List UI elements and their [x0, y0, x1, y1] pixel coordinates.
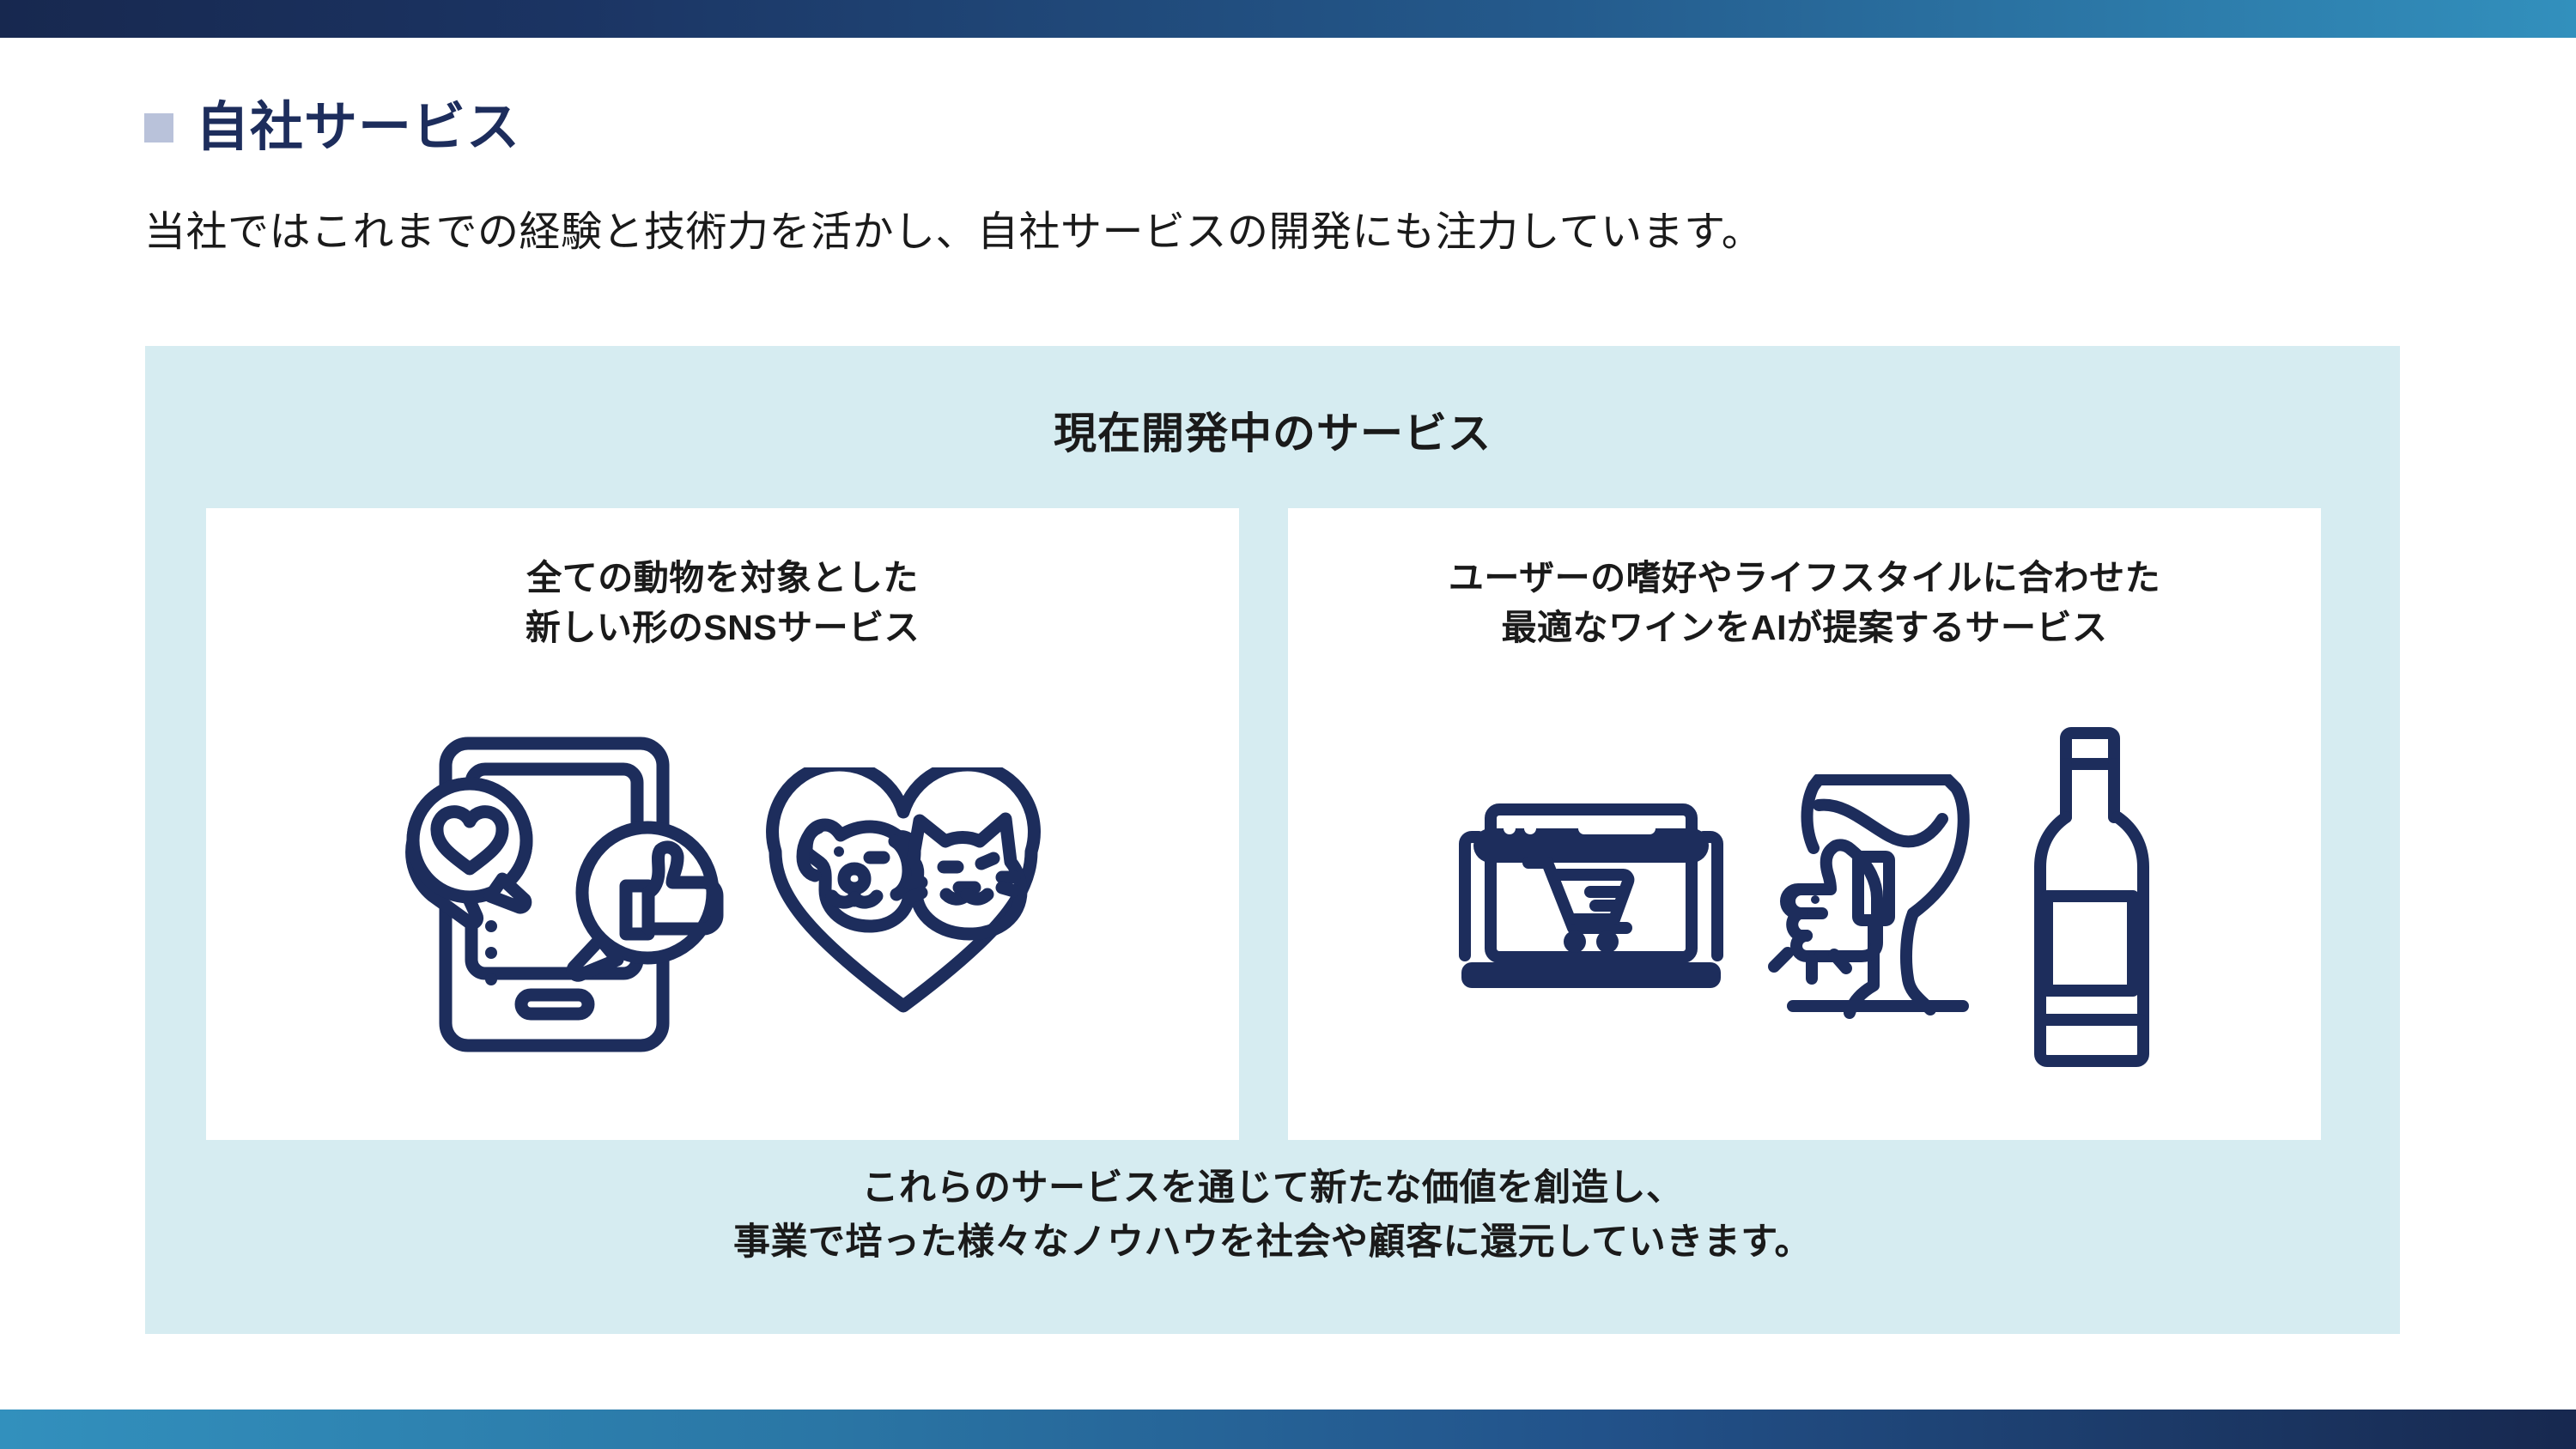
panel-footer-line-1: これらのサービスを通じて新たな価値を創造し、	[861, 1167, 1684, 1210]
top-gradient-bar	[0, 0, 2576, 38]
page-title: 自社サービス	[196, 98, 521, 157]
service-card-sns-line1: 全ての動物を対象とした	[526, 558, 919, 597]
bottom-gradient-bar	[0, 1410, 2576, 1449]
panel-footer-text: これらのサービスを通じて新たな価値を創造し、 事業で培った様々なノウハウを社会や…	[145, 1161, 2400, 1269]
wine-bottle-icon	[2032, 724, 2152, 1068]
panel-footer-line-2: 事業で培った様々なノウハウを社会や顧客に還元していきます。	[733, 1221, 1812, 1263]
service-card-wine[interactable]: ユーザーの嗜好やライフスタイルに合わせた 最適なワインをAIが提案するサービス	[1288, 508, 2321, 1140]
page-heading: 自社サービス	[144, 101, 520, 155]
service-card-sns[interactable]: 全ての動物を対象とした 新しい形のSNSサービス	[206, 508, 1239, 1140]
wine-glass-thumbsup-icon	[1762, 773, 1994, 1019]
service-cards-row: 全ての動物を対象とした 新しい形のSNSサービス	[206, 508, 2339, 1140]
service-card-wine-line2: 最適なワインをAIが提案するサービス	[1501, 608, 2108, 648]
services-panel: 現在開発中のサービス 全ての動物を対象とした 新しい形のSNSサービス	[145, 346, 2400, 1334]
panel-title: 現在開発中のサービス	[1054, 409, 1492, 458]
service-card-wine-icons	[1288, 652, 2321, 1140]
heading-bullet-square-icon	[144, 113, 173, 142]
service-card-wine-line1: ユーザーの嗜好やライフスタイルに合わせた	[1448, 558, 2161, 597]
page-subtitle: 当社ではこれまでの経験と技術力を活かし、自社サービスの開発にも注力しています。	[144, 209, 1764, 255]
pet-heart-icon	[762, 767, 1045, 1025]
service-card-sns-text: 全ての動物を対象とした 新しい形のSNSサービス	[526, 553, 920, 652]
service-card-sns-icons	[206, 652, 1239, 1140]
laptop-cart-icon	[1458, 797, 1724, 995]
service-card-sns-line2: 新しい形のSNSサービス	[525, 608, 920, 648]
smartphone-social-icon	[401, 733, 744, 1059]
service-card-wine-text: ユーザーの嗜好やライフスタイルに合わせた 最適なワインをAIが提案するサービス	[1449, 553, 2160, 652]
